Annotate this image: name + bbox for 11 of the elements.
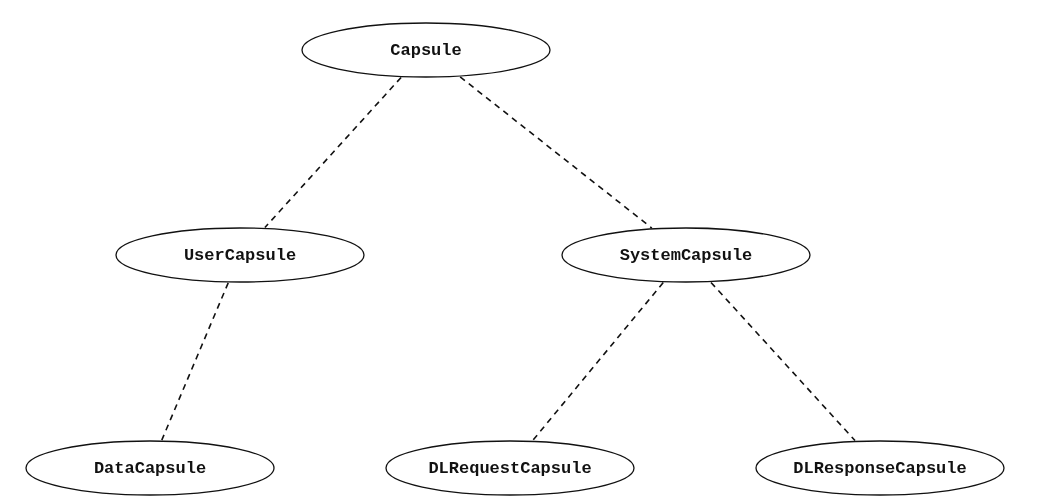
class-name: Capsule [390,40,462,60]
inheritance-line [264,76,402,229]
class-name: DataCapsule [93,458,207,478]
inheritance-line [161,282,229,441]
inheritance-line [459,76,653,229]
class-name: UserCapsule [183,245,297,265]
inheritance-line [531,281,665,442]
class-name: DLRequestCapsule [428,458,592,478]
class-name: SystemCapsule [619,245,753,265]
inheritance-line [710,281,856,442]
class-name: DLResponseCapsule [793,458,967,478]
